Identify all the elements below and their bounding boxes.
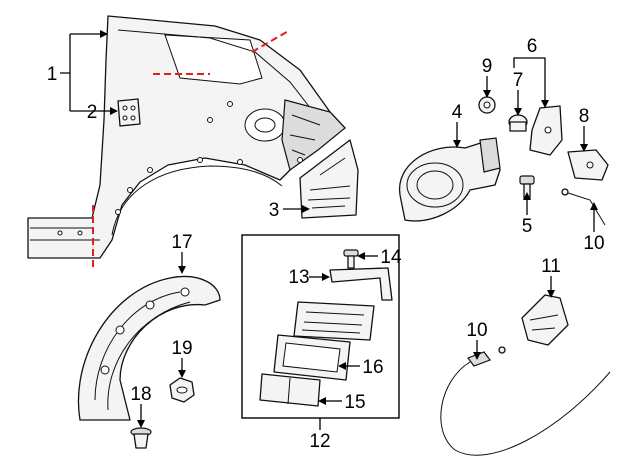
push-clip-part-18 bbox=[130, 427, 152, 449]
bracket-part-2 bbox=[117, 98, 141, 127]
housing-part-12-inner bbox=[293, 301, 375, 341]
callout-3: 3 bbox=[269, 200, 280, 221]
callout-9: 9 bbox=[482, 56, 493, 77]
callout-17: 17 bbox=[171, 232, 192, 253]
callout-10-lower: 10 bbox=[466, 320, 487, 341]
callout-18: 18 bbox=[130, 384, 151, 405]
callout-5: 5 bbox=[522, 216, 533, 237]
seal-part-16 bbox=[273, 334, 351, 381]
callout-10-upper: 10 bbox=[583, 233, 604, 254]
retainer-part-15 bbox=[259, 373, 321, 407]
callout-15: 15 bbox=[344, 392, 365, 413]
callout-4: 4 bbox=[452, 102, 463, 123]
callout-14: 14 bbox=[380, 247, 402, 268]
fuel-door-housing-part-4 bbox=[398, 137, 501, 222]
callout-1: 1 bbox=[47, 64, 58, 85]
grommet-part-9 bbox=[478, 96, 496, 114]
callout-19: 19 bbox=[171, 338, 192, 359]
callout-2: 2 bbox=[87, 102, 98, 123]
extension-panel-part-3 bbox=[299, 139, 359, 219]
callout-12: 12 bbox=[309, 431, 330, 452]
callout-13: 13 bbox=[288, 267, 309, 288]
hinge-part-6 bbox=[529, 105, 563, 156]
quarter-panel bbox=[27, 15, 346, 270]
release-cable-lower-part-10 bbox=[440, 346, 611, 456]
bracket-part-13 bbox=[329, 267, 393, 301]
callout-8: 8 bbox=[579, 106, 590, 127]
leader-lines bbox=[60, 30, 598, 430]
callout-6: 6 bbox=[527, 36, 538, 57]
release-cable-upper-part-10 bbox=[561, 188, 606, 226]
actuator-part-8 bbox=[567, 149, 609, 181]
bumper-part-7 bbox=[508, 114, 528, 132]
callout-16: 16 bbox=[362, 357, 383, 378]
callout-7: 7 bbox=[513, 70, 524, 91]
nut-part-19 bbox=[169, 377, 195, 403]
latch-part-11 bbox=[521, 294, 569, 346]
callout-11: 11 bbox=[541, 256, 561, 277]
wheelhouse-liner-part-17 bbox=[77, 275, 221, 421]
bolt-part-14 bbox=[343, 249, 359, 269]
